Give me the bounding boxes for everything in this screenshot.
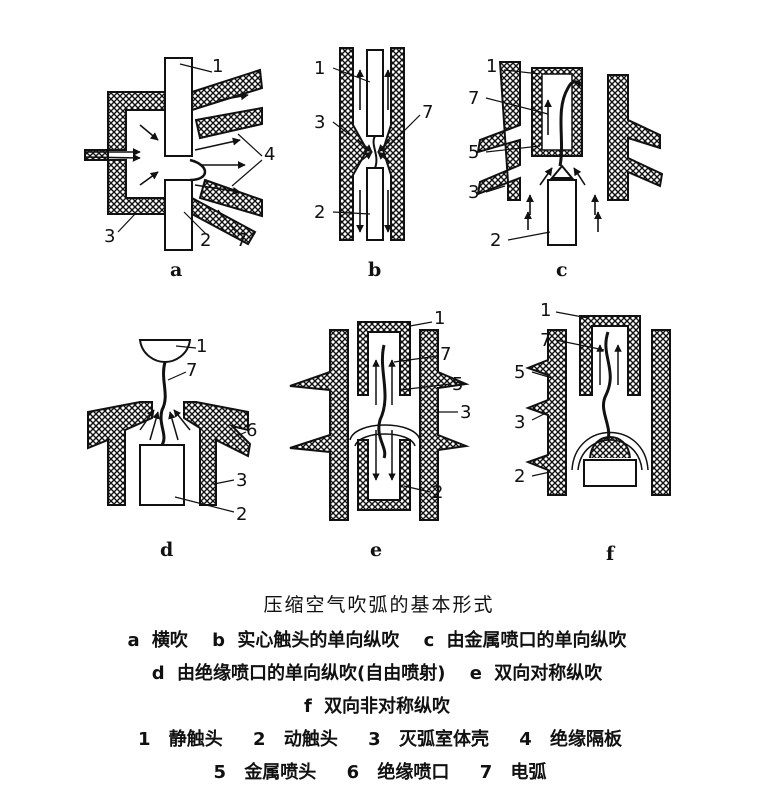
legend-subfigure-c: c 由金属喷口的单向纵吹 (423, 630, 627, 651)
legend-part-3: 3 灭弧室体壳 (368, 729, 489, 750)
legend-subfigure-e: e 双向对称纵吹 (469, 663, 603, 684)
subfigure-label-f: f (606, 543, 616, 565)
callout-a-2: 2 (200, 230, 211, 251)
subfigure-b: 1 3 7 2 b (314, 47, 433, 281)
callout-f-1: 1 (540, 300, 551, 321)
callout-d-3: 3 (236, 470, 247, 491)
callout-d-2: 2 (236, 504, 247, 525)
callout-c-2: 2 (490, 230, 501, 251)
callout-f-5: 5 (514, 362, 525, 383)
subfigure-label-b: b (368, 259, 381, 281)
callout-a-7: 7 (236, 230, 247, 251)
callout-a-1: 1 (212, 56, 223, 77)
subfigure-label-d: d (160, 539, 173, 561)
legend-row: d 由绝缘喷口的单向纵吹(自由喷射) e 双向对称纵吹 (70, 657, 690, 690)
callout-f-2: 2 (514, 466, 525, 487)
subfigure-e: 1 7 5 3 2 e (289, 308, 471, 561)
callout-f-3: 3 (514, 412, 525, 433)
callout-e-1: 1 (434, 308, 445, 329)
legend-subfigure-b: b 实心触头的单向纵吹 (212, 630, 400, 651)
legend-subfigure-d: d 由绝缘喷口的单向纵吹(自由喷射) (151, 663, 446, 684)
subfigure-f: 1 7 5 3 2 f (514, 300, 671, 565)
callout-b-7: 7 (422, 102, 433, 123)
callout-c-5: 5 (468, 142, 479, 163)
callout-d-6: 6 (246, 420, 257, 441)
callout-e-5: 5 (452, 374, 463, 395)
callout-d-1: 1 (196, 336, 207, 357)
figure-legend: a 横吹 b 实心触头的单向纵吹 c 由金属喷口的单向纵吹 d 由绝缘喷口的单向… (70, 624, 690, 789)
legend-part-6: 6 绝缘喷口 (346, 762, 450, 783)
callout-c-7: 7 (468, 88, 479, 109)
legend-part-1: 1 静触头 (137, 729, 223, 750)
callout-b-2: 2 (314, 202, 325, 223)
subfigure-label-c: c (556, 259, 568, 281)
callout-d-7: 7 (186, 360, 197, 381)
subfigure-label-e: e (370, 539, 382, 561)
legend-subfigure-a: a 横吹 (127, 630, 188, 651)
legend-row: 5 金属喷头 6 绝缘喷口 7 电弧 (70, 756, 690, 789)
figure-title: 压缩空气吹弧的基本形式 (263, 594, 495, 616)
callout-a-4: 4 (264, 144, 275, 165)
callout-a-3: 3 (104, 226, 115, 247)
callout-c-1: 1 (486, 56, 497, 77)
callout-e-3: 3 (460, 402, 471, 423)
subfigure-a: 1 4 3 2 7 a (84, 56, 275, 281)
callout-b-1: 1 (314, 58, 325, 79)
legend-row: f 双向非对称纵吹 (70, 690, 690, 723)
legend-part-2: 2 动触头 (253, 729, 338, 750)
subfigure-c: 1 7 5 3 2 c (468, 56, 664, 281)
callout-e-7: 7 (440, 344, 451, 365)
legend-part-5: 5 金属喷头 (213, 762, 317, 783)
callout-b-3: 3 (314, 112, 325, 133)
legend-part-7: 7 电弧 (479, 762, 547, 783)
callout-c-3: 3 (468, 182, 479, 203)
legend-row: 1 静触头 2 动触头 3 灭弧室体壳 4 绝缘隔板 (70, 723, 690, 756)
subfigure-label-a: a (170, 259, 182, 281)
legend-part-4: 4 绝缘隔板 (519, 729, 623, 750)
callout-f-7: 7 (540, 330, 551, 351)
legend-row: a 横吹 b 实心触头的单向纵吹 c 由金属喷口的单向纵吹 (70, 624, 690, 657)
callout-e-2: 2 (432, 482, 443, 503)
subfigure-d: 1 7 6 3 2 d (87, 336, 257, 561)
arc-blowing-diagram: 1 4 3 2 7 a 1 3 7 2 b (84, 47, 671, 565)
legend-subfigure-f: f 双向非对称纵吹 (303, 696, 451, 717)
